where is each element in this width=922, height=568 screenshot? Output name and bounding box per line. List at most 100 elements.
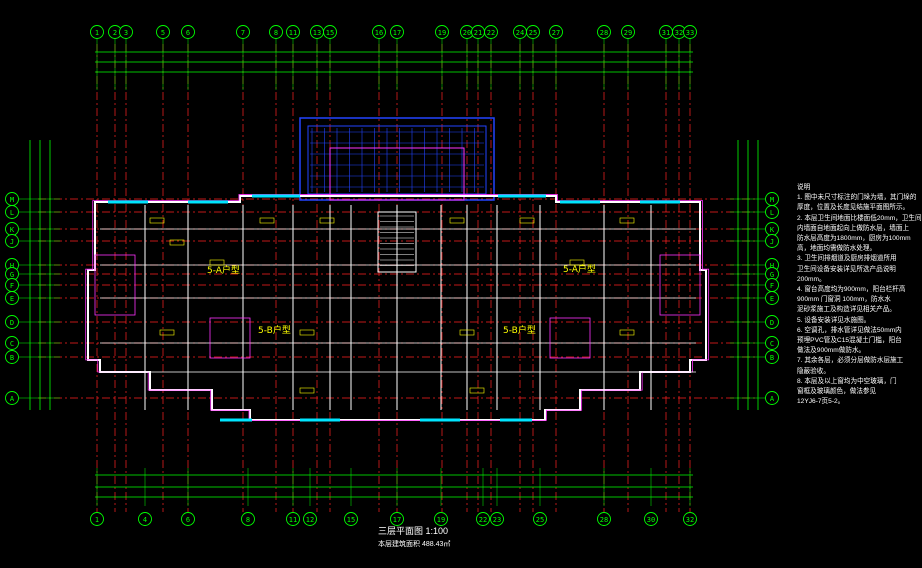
axis-bubble-top-circle [372,25,386,39]
axis-bubble-right-circle [765,336,779,350]
axis-bubble-left-label: G [10,271,14,279]
axis-bubble-top-label: 20 [463,29,471,37]
axis-bubble-right-label: L [770,209,774,217]
balcony-rail [94,254,136,316]
axis-bubble-right-label: C [770,340,774,348]
axis-bubble-left-label: L [10,209,14,217]
axis-bubble-left-label: D [10,319,14,327]
room-type-tag: 5-A户型 [207,264,240,276]
axis-bubble-top-label: 32 [675,29,683,37]
axis-bubble-top-label: 2 [113,29,117,37]
axis-bubble-bottom-circle [644,512,658,526]
axis-bubble-right-circle [765,391,779,405]
notes-line: 隐蔽验收。 [797,367,830,375]
axis-bubble-top-circle [286,25,300,39]
axis-bubble-top-label: 33 [686,29,694,37]
axis-bubble-bottom-label: 4 [143,516,147,524]
axis-bubble-top-label: 13 [313,29,321,37]
axis-bubble-top-circle [484,25,498,39]
notes-lines: 1. 图中未尺寸标注的门垛为墙，其门垛的厚度，位置及长度见结施平面图所示。2. … [797,193,922,407]
drawing-background [0,0,900,568]
room-label-mark [319,217,335,224]
notes-line: 7. 其余各层，必须分层做防水层施工 [797,357,904,365]
axis-bubble-bottom-label: 17 [393,516,401,524]
axis-bubble-right-label: M [770,196,774,204]
notes-line: 2. 本层卫生间地面比楼面低20mm，卫生间 [797,214,922,222]
axis-bubble-right-label: K [770,226,775,234]
notes-line: 900mm 门窗洞 100mm，防水水 [797,296,891,304]
roof-inner [307,125,487,195]
axis-bubble-bottom-circle [344,512,358,526]
axis-bubble-bottom-label: 12 [306,516,314,524]
axis-bubble-top-label: 21 [474,29,482,37]
axis-bubble-bottom-circle [533,512,547,526]
axis-bubble-left-circle [5,391,19,405]
axis-bubble-right-circle [765,205,779,219]
room-label-mark [449,217,465,224]
axis-bubble-bottom-label: 28 [600,516,608,524]
axis-bubble-top-circle [181,25,195,39]
axis-bubble-left-label: A [10,395,15,403]
notes-line: 预埋PVC管及C15混凝土门槛，阳台 [797,337,902,345]
axis-bubble-bottom-label: 1 [95,516,99,524]
axis-bubble-top-circle [269,25,283,39]
room-label-mark [209,259,225,266]
notes-heading: 说明 [797,184,811,191]
axis-bubble-left-circle [5,291,19,305]
axis-bubble-top-label: 11 [289,29,297,37]
axis-bubble-left-circle [5,205,19,219]
axis-bubble-left-label: M [10,196,14,204]
axis-bubble-right-label: B [770,354,774,362]
axis-bubble-top-label: 22 [487,29,495,37]
axis-bubble-top-label: 1 [95,29,99,37]
axis-bubble-bottom-circle [476,512,490,526]
axis-bubble-top-circle [323,25,337,39]
axis-bubble-bottom-label: 8 [246,516,250,524]
notes-line: 8. 本层及以上窗均为中空玻璃，门 [797,377,897,385]
axis-bubble-top-circle [119,25,133,39]
axis-bubble-bottom-circle [390,512,404,526]
drawing-title-block: 三层平面图 1:100 本层建筑面积 488.43㎡ [378,524,498,549]
drawing-title: 三层平面图 1:100 [378,526,449,536]
room-label-mark [619,329,635,336]
design-notes: 说明 1. 图中未尺寸标注的门垛为墙，其门垛的厚度，位置及长度见结施平面图所示。… [797,183,922,407]
axis-bubble-top-label: 7 [241,29,245,37]
notes-line: 高，地面均需做防水处理。 [797,245,877,253]
axis-bubble-right-circle [765,315,779,329]
axis-bubble-top-label: 17 [393,29,401,37]
axis-bubble-bottom-label: 22 [479,516,487,524]
axis-bubble-bottom-circle [181,512,195,526]
notes-line: 防水层高度为1800mm，厨房为100mm [797,235,911,243]
axis-bubble-top-circle [90,25,104,39]
axis-bubble-bottom-circle [434,512,448,526]
axis-bubble-right-label: G [770,271,774,279]
axis-bubble-right-circle [765,291,779,305]
axis-bubble-top-circle [156,25,170,39]
axis-bubble-bottom-label: 11 [289,516,297,524]
axis-bubble-left-label: B [10,354,14,362]
room-type-tag: 5-A户型 [563,263,596,275]
axis-bubble-left-label: H [10,262,14,270]
axis-bubble-top-label: 31 [662,29,670,37]
room-label-mark [299,329,315,336]
axis-bubble-left-label: J [10,238,14,246]
room-label-mark [569,259,585,266]
skylight-frame [329,147,465,201]
axis-bubble-right-label: E [770,295,774,303]
axis-bubble-bottom-circle [303,512,317,526]
axis-bubble-bottom-circle [138,512,152,526]
axis-bubble-bottom-label: 25 [536,516,544,524]
axis-bubble-top-label: 28 [600,29,608,37]
axis-bubble-bottom-circle [90,512,104,526]
room-label-mark [619,217,635,224]
notes-line: 卫生间设备安装详见所选产品说明 [797,265,896,273]
axis-bubble-top-label: 27 [552,29,560,37]
axis-bubble-left-label: E [10,295,14,303]
notes-line: 200mm。 [797,275,826,283]
axis-bubble-bottom-circle [490,512,504,526]
wall-outlines [85,194,710,422]
notes-line: 窗框及玻璃颜色，做法参见 [797,388,877,396]
axis-bubble-top-circle [549,25,563,39]
notes-line: 3. 卫生间排烟道及厨房排烟道所用 [797,255,897,263]
